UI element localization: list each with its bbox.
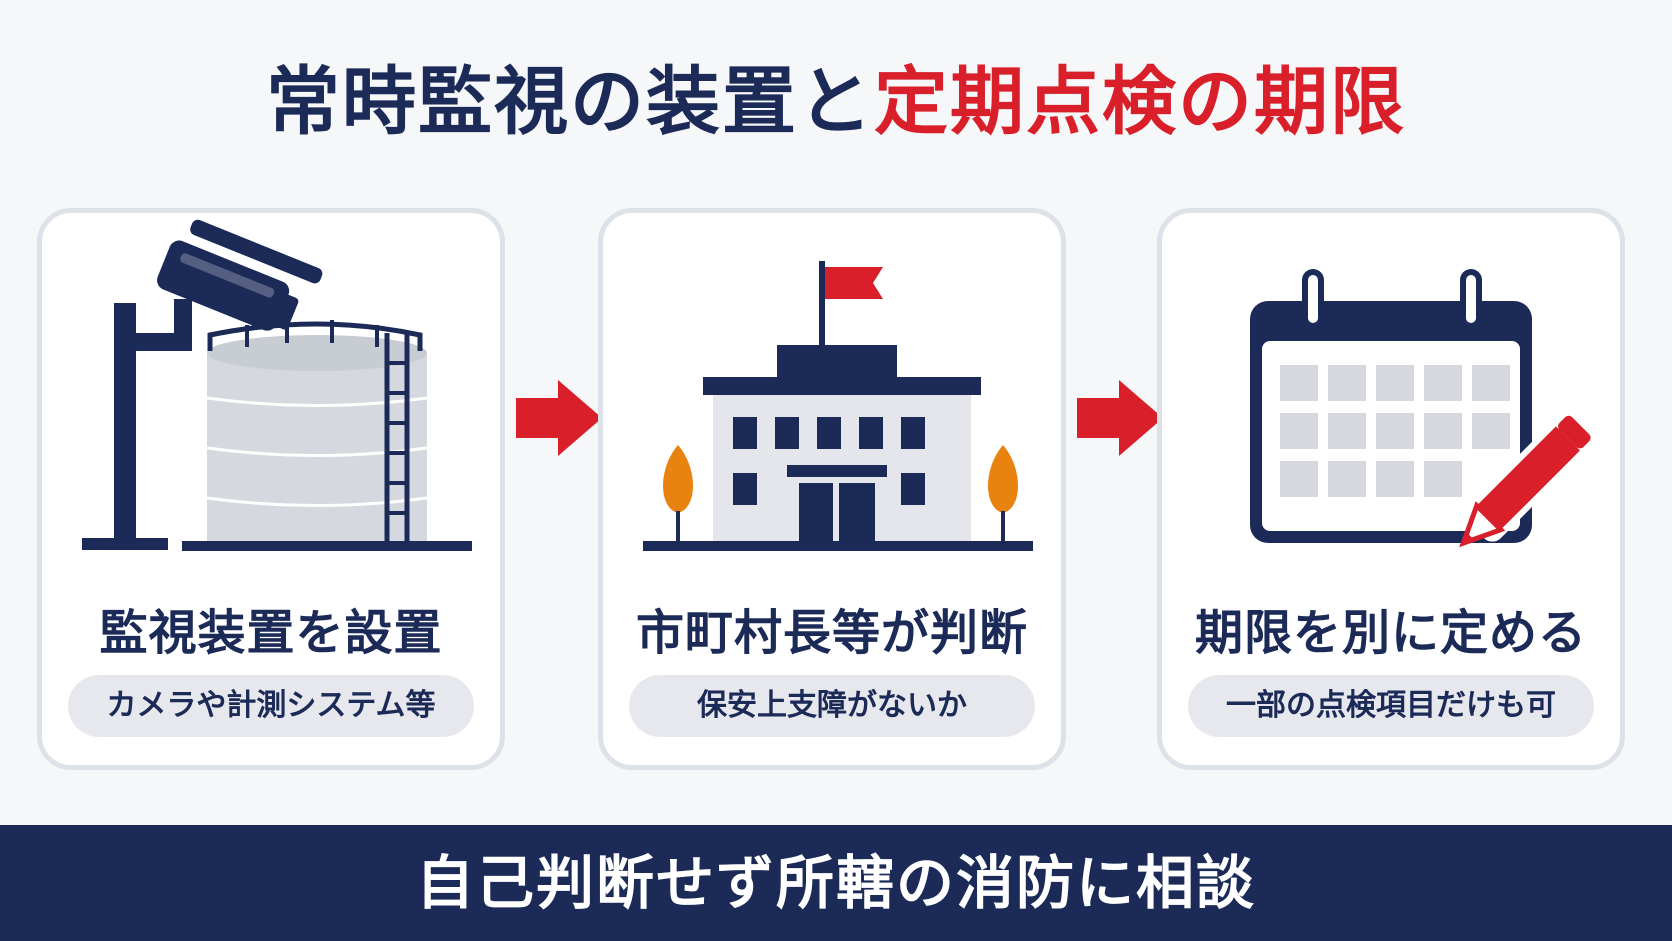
right-arrow-icon — [516, 380, 602, 456]
step-subtitle: 一部の点検項目だけも可 — [1188, 675, 1594, 737]
step-card-install-monitor: 監視装置を設置 カメラや計測システム等 — [37, 208, 505, 770]
bottom-banner: 自己判断せず所轄の消防に相談 — [0, 825, 1672, 941]
step-title: 監視装置を設置 — [99, 605, 443, 661]
title-part-inspection-deadline: 定期点検の期限 — [874, 59, 1406, 145]
title-part-monitoring: 常時監視の装置と — [266, 59, 874, 145]
city-hall-building-icon — [643, 261, 1033, 551]
step-title: 期限を別に定める — [1194, 605, 1587, 661]
step-subtitle: カメラや計測システム等 — [68, 675, 474, 737]
step-card-set-deadline: 期限を別に定める 一部の点検項目だけも可 — [1157, 208, 1625, 770]
step-card-authority-judgment: 市町村長等が判断 保安上支障がないか — [598, 208, 1066, 770]
step-title: 市町村長等が判断 — [635, 605, 1028, 661]
step-subtitle: 保安上支障がないか — [629, 675, 1035, 737]
page-title: 常時監視の装置と定期点検の期限 — [0, 58, 1672, 147]
calendar-pencil-icon — [1250, 269, 1591, 548]
right-arrow-icon — [1077, 380, 1163, 456]
surveillance-camera-tank-icon — [82, 219, 472, 551]
